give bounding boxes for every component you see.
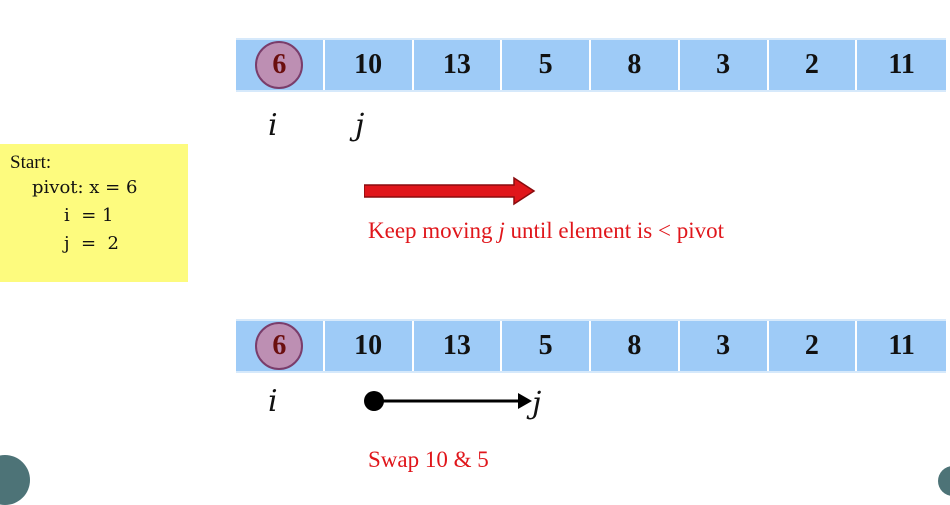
start-state-box: Start: pivot: x = 6 i = 1 j = 2 [0, 144, 188, 282]
pivot-circle: 6 [255, 41, 304, 89]
start-title: Start: [10, 152, 52, 173]
array-cell: 5 [502, 40, 591, 90]
array-cell: 10 [325, 321, 414, 371]
corner-decoration-right [938, 466, 950, 496]
array-cell: 11 [888, 330, 915, 361]
pointer-i-label: i [268, 108, 278, 143]
start-pivot-line: pivot: x = 6 [32, 177, 138, 198]
array-cell: 8 [591, 321, 680, 371]
pointer-j-label: j [355, 108, 365, 143]
start-j-line: j = 2 [64, 233, 120, 254]
array-top: 6 10 13 5 8 3 2 11 [236, 38, 946, 92]
pointer-j-label: j [532, 386, 542, 421]
array-cell-pivot: 6 [236, 40, 325, 90]
start-i-line: i = 1 [64, 205, 114, 226]
array-cell: 11 [888, 49, 915, 80]
array-cell: 2 [769, 40, 858, 90]
caption-move-var: j [498, 218, 505, 243]
pivot-value: 6 [272, 49, 287, 80]
j-advance-arrow-icon [364, 391, 532, 411]
caption-move-before: Keep moving [368, 218, 499, 243]
array-cell: 13 [414, 40, 503, 90]
array-cell: 10 [325, 40, 414, 90]
pointer-i-label: i [268, 384, 278, 419]
move-right-arrow-icon [364, 176, 536, 206]
corner-decoration-left [0, 455, 30, 505]
caption-move-j: Keep moving j until element is < pivot [368, 218, 724, 244]
pivot-value: 6 [272, 330, 287, 361]
array-cell-pivot: 6 [236, 321, 325, 371]
array-bottom: 6 10 13 5 8 3 2 11 [236, 319, 946, 373]
array-cell: 13 [414, 321, 503, 371]
caption-move-after: until element is < pivot [504, 218, 725, 243]
caption-swap: Swap 10 & 5 [368, 447, 489, 472]
pivot-circle: 6 [255, 322, 304, 370]
array-cell: 8 [591, 40, 680, 90]
array-cell: 3 [680, 40, 769, 90]
array-cell: 2 [769, 321, 858, 371]
array-cell: 5 [502, 321, 591, 371]
array-cell: 3 [680, 321, 769, 371]
